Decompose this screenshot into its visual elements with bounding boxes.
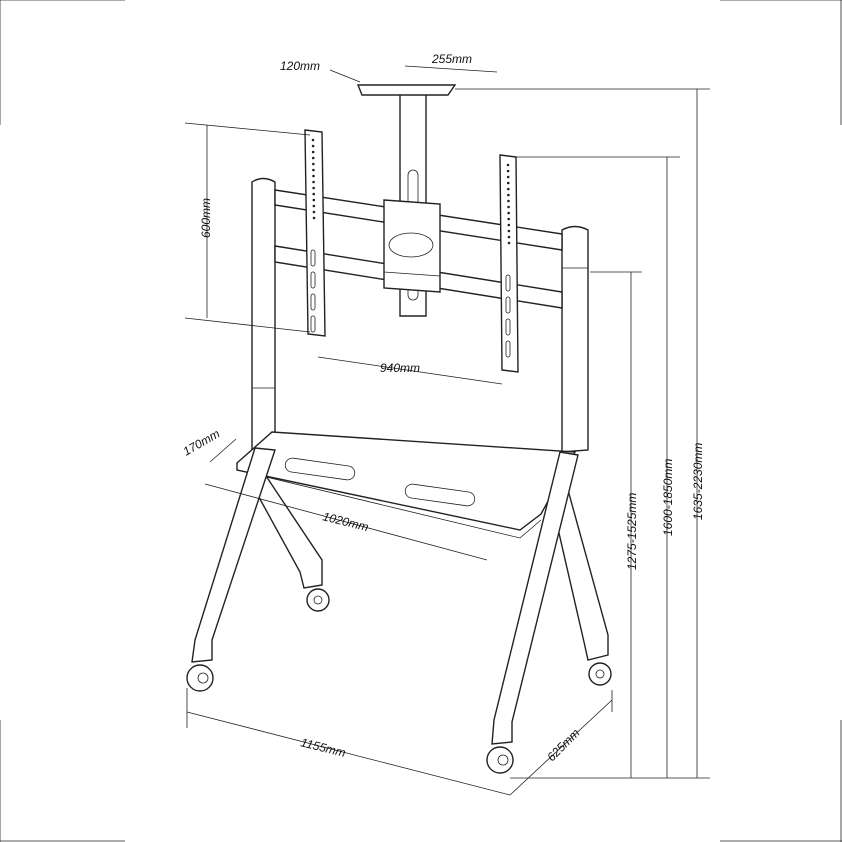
mount-slot — [505, 296, 511, 314]
mount-hole — [507, 223, 511, 227]
front-legs — [186, 447, 579, 774]
mount-hole — [311, 138, 315, 142]
mount-hole — [506, 175, 510, 179]
label-vesa-height: 600mm — [199, 198, 213, 238]
mount-hole — [312, 168, 315, 172]
label-shelf-width: 1020mm — [321, 509, 370, 534]
mount-hole — [312, 180, 315, 184]
rear-legs — [254, 468, 612, 686]
mount-slot — [310, 293, 316, 311]
mount-hole — [506, 181, 510, 185]
label-height-total: 1635-2230mm — [691, 443, 705, 520]
shelf — [236, 431, 577, 539]
mount-slot — [505, 340, 511, 358]
mount-hole — [507, 211, 510, 215]
mount-hole — [312, 186, 315, 190]
center-bracket — [383, 199, 441, 293]
vesa-arms — [304, 129, 519, 373]
mount-slot — [310, 249, 316, 267]
mount-slot — [310, 271, 316, 289]
mount-slot — [505, 274, 511, 292]
mount-hole — [312, 174, 315, 178]
label-base-width: 1155mm — [299, 735, 347, 760]
mount-hole — [507, 187, 510, 191]
mount-slot — [505, 318, 511, 336]
dimension-lines — [184, 65, 710, 796]
mount-hole — [312, 192, 316, 196]
label-shelf-depth: 170mm — [181, 426, 223, 458]
mount-hole — [507, 241, 511, 245]
mount-hole — [312, 198, 316, 202]
label-plate-depth: 120mm — [280, 59, 320, 73]
mount-hole — [311, 150, 315, 154]
label-plate-width: 255mm — [431, 52, 472, 66]
mount-hole — [506, 169, 510, 173]
mount-hole — [312, 204, 316, 208]
mount-hole — [312, 210, 316, 214]
mount-hole — [507, 235, 511, 239]
label-height-vesa: 1600-1850mm — [661, 459, 675, 536]
label-base-depth: 625mm — [544, 726, 582, 764]
mount-hole — [506, 163, 510, 167]
mount-hole — [312, 216, 316, 220]
mount-hole — [507, 205, 510, 209]
mount-hole — [311, 156, 315, 160]
mount-hole — [311, 144, 315, 148]
mount-hole — [507, 199, 510, 203]
uprights — [251, 177, 589, 453]
mount-hole — [507, 217, 511, 221]
mount-hole — [312, 162, 315, 166]
mount-hole — [507, 229, 511, 233]
label-vesa-width: 940mm — [380, 361, 420, 375]
label-height-post: 1275-1525mm — [625, 493, 639, 570]
mount-hole — [507, 193, 510, 197]
mount-slot — [310, 315, 316, 333]
